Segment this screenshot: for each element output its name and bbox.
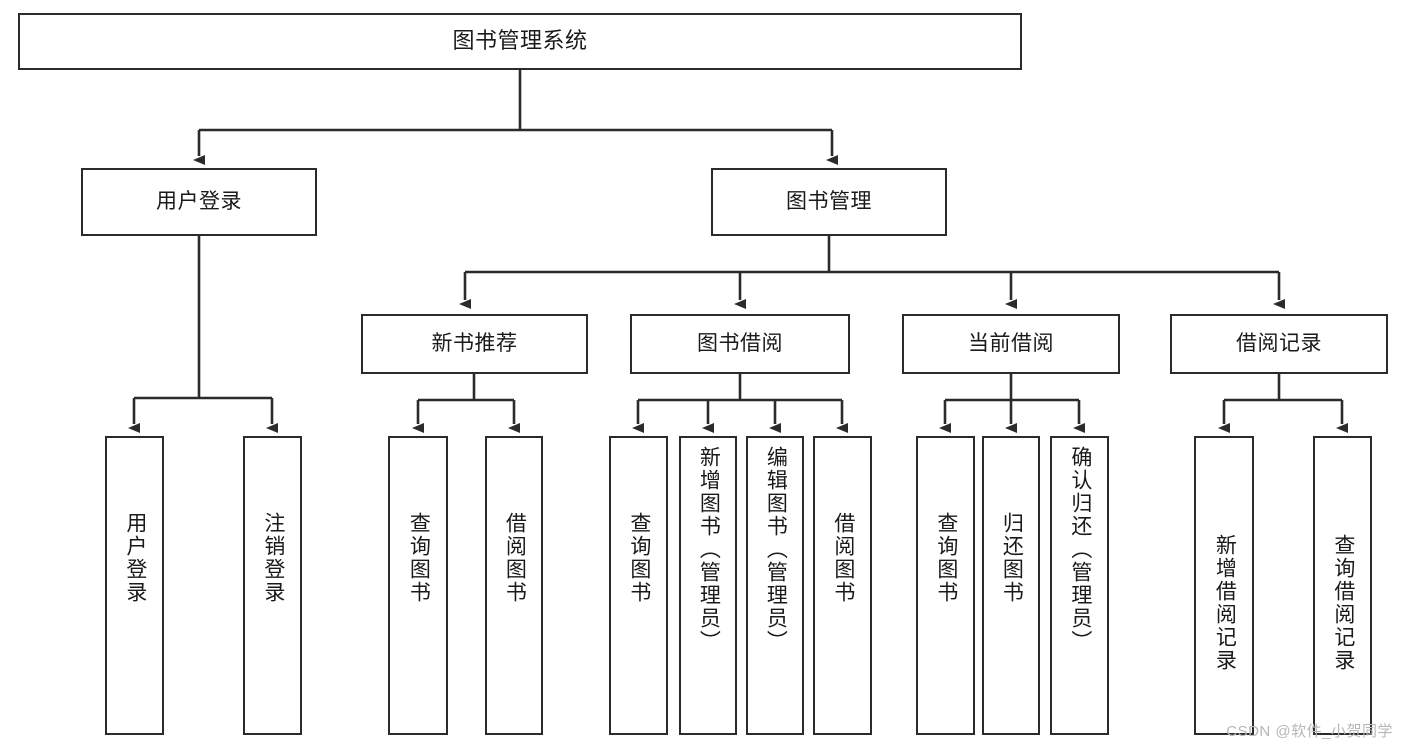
node-leaf-add-book[interactable]: 新增图书（管理员） — [679, 436, 737, 735]
node-borrow-record[interactable]: 借阅记录 — [1170, 314, 1388, 374]
node-new-book-recommend-label: 新书推荐 — [431, 332, 518, 356]
node-leaf-add-book-label: 新增图书（管理员） — [697, 446, 721, 653]
node-book-borrow-label: 图书借阅 — [697, 332, 783, 356]
node-user-login-label: 用户登录 — [156, 190, 242, 214]
node-user-login[interactable]: 用户登录 — [81, 168, 317, 236]
node-leaf-user-login-label: 用户登录 — [123, 512, 147, 604]
node-leaf-return-book-label: 归还图书 — [1000, 512, 1024, 604]
watermark: CSDN @软件_小贺同学 — [1226, 723, 1393, 740]
node-book-manage-label: 图书管理 — [786, 190, 872, 214]
node-leaf-borrow-book-2[interactable]: 借阅图书 — [813, 436, 872, 735]
node-leaf-add-record-label: 新增借阅记录 — [1213, 534, 1237, 672]
node-current-borrow-label: 当前借阅 — [968, 332, 1054, 356]
node-leaf-query-book-1[interactable]: 查询图书 — [388, 436, 448, 735]
node-leaf-add-record[interactable]: 新增借阅记录 — [1194, 436, 1254, 735]
node-leaf-query-book-2[interactable]: 查询图书 — [609, 436, 668, 735]
node-leaf-user-login[interactable]: 用户登录 — [105, 436, 164, 735]
node-new-book-recommend[interactable]: 新书推荐 — [361, 314, 588, 374]
node-leaf-query-record[interactable]: 查询借阅记录 — [1313, 436, 1372, 735]
node-leaf-query-record-label: 查询借阅记录 — [1331, 534, 1355, 672]
node-leaf-logout-label: 注销登录 — [261, 512, 285, 604]
node-leaf-query-book-2-label: 查询图书 — [627, 512, 651, 604]
node-book-borrow[interactable]: 图书借阅 — [630, 314, 850, 374]
node-root-label: 图书管理系统 — [452, 28, 588, 54]
node-leaf-query-book-1-label: 查询图书 — [407, 512, 431, 604]
node-leaf-edit-book-label: 编辑图书（管理员） — [764, 446, 788, 653]
node-leaf-confirm-return-label: 确认归还（管理员） — [1068, 446, 1092, 653]
node-leaf-borrow-book-2-label: 借阅图书 — [831, 512, 855, 604]
node-leaf-edit-book[interactable]: 编辑图书（管理员） — [746, 436, 804, 735]
node-leaf-logout[interactable]: 注销登录 — [243, 436, 302, 735]
node-book-manage[interactable]: 图书管理 — [711, 168, 947, 236]
node-borrow-record-label: 借阅记录 — [1236, 332, 1322, 356]
node-leaf-confirm-return[interactable]: 确认归还（管理员） — [1050, 436, 1109, 735]
node-leaf-borrow-book-1[interactable]: 借阅图书 — [485, 436, 543, 735]
node-leaf-query-book-3-label: 查询图书 — [934, 512, 958, 604]
node-leaf-query-book-3[interactable]: 查询图书 — [916, 436, 975, 735]
node-leaf-return-book[interactable]: 归还图书 — [982, 436, 1040, 735]
node-current-borrow[interactable]: 当前借阅 — [902, 314, 1120, 374]
node-leaf-borrow-book-1-label: 借阅图书 — [503, 512, 527, 604]
node-root[interactable]: 图书管理系统 — [18, 13, 1022, 70]
